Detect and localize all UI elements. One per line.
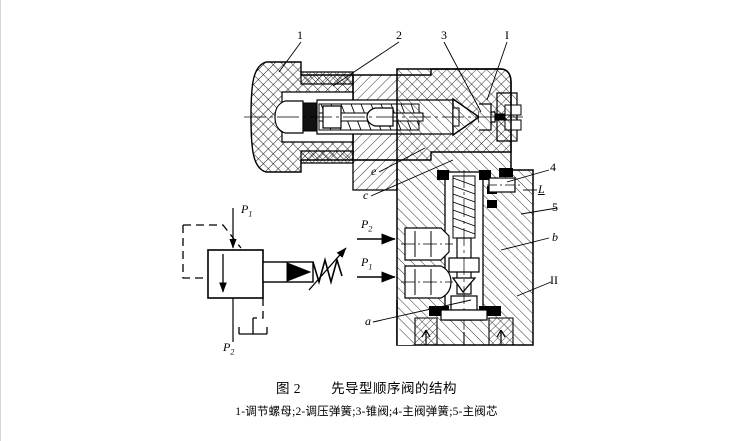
flow-arrows-section <box>357 233 396 283</box>
body-neck <box>352 159 398 191</box>
callout-1-top: 1 <box>297 28 303 42</box>
port-p1-sub: 1 <box>368 262 373 272</box>
schematic-symbol <box>182 208 347 342</box>
port-label-p1-section: P1 <box>361 255 372 271</box>
port-p2-letter: P <box>361 217 369 231</box>
callout-L-right: L <box>538 182 545 196</box>
callout-e-left: e <box>371 164 377 178</box>
callout-c-left: c <box>363 188 369 202</box>
mounting-bolts <box>414 309 514 346</box>
callout-2-top: 2 <box>396 28 402 42</box>
port-label-p1-schematic: P1 <box>241 202 252 218</box>
callout-3-top: 3 <box>441 28 447 42</box>
port-p2-cavity <box>401 227 453 261</box>
figure-caption: 图 2 先导型顺序阀的结构 <box>1 377 731 397</box>
callout-5-right: 5 <box>552 200 558 214</box>
callout-a-left: a <box>365 314 371 328</box>
figure-title: 先导型顺序阀的结构 <box>331 381 458 396</box>
port-p1-letter: P <box>361 255 369 269</box>
port-p1-cavity <box>401 265 453 299</box>
schematic-p1-letter: P <box>241 202 249 216</box>
callout-4-right: 4 <box>550 160 556 174</box>
schematic-p1-sub: 1 <box>248 209 253 219</box>
leader-lines <box>278 41 558 323</box>
schematic-p2-sub: 2 <box>230 347 235 357</box>
callout-I-top: I <box>505 28 509 42</box>
callout-b-right: b <box>552 230 558 244</box>
port-p2-sub: 2 <box>368 224 373 234</box>
port-label-p2-schematic: P2 <box>223 340 234 356</box>
figure-legend: 1-调节螺母;2-调压弹簧;3-锥阀;4-主阀弹簧;5-主阀芯 <box>235 406 498 418</box>
callout-II-right: II <box>550 273 558 287</box>
port-label-p2-section: P2 <box>361 217 372 233</box>
figure-number: 图 2 <box>275 381 302 396</box>
schematic-p2-letter: P <box>223 340 231 354</box>
